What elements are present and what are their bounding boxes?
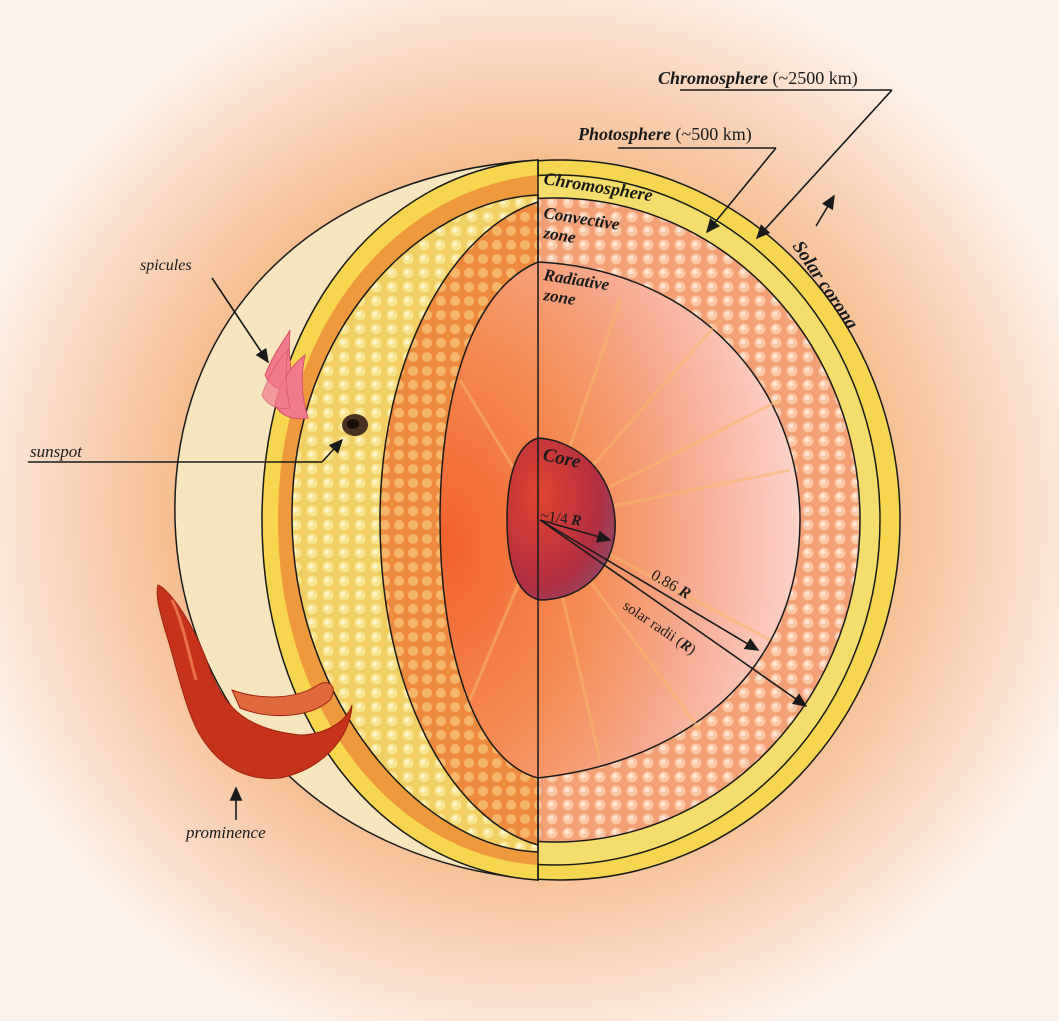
photosphere-thickness-label: Photosphere (~500 km) [577,124,752,145]
chromosphere-thickness-label: Chromosphere (~2500 km) [658,68,858,89]
sunspot-label: sunspot [30,442,83,461]
sunspot-feature [342,414,368,436]
prominence-label: prominence [185,823,266,842]
spicules-label: spicules [140,257,192,274]
